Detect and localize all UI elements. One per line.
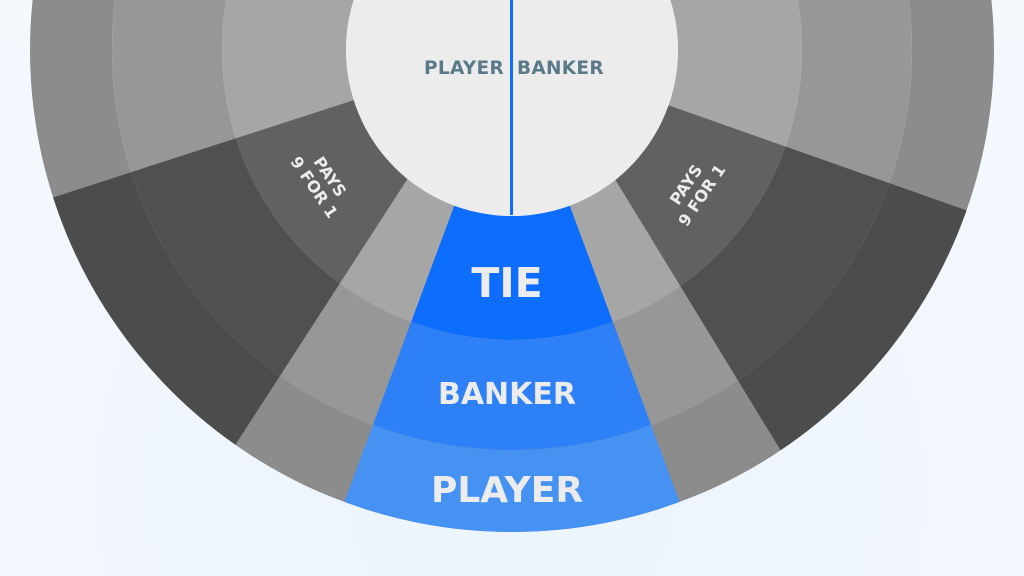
banker-label: BANKER bbox=[438, 377, 576, 412]
right-payout-segment[interactable] bbox=[512, 50, 1024, 576]
center-player-label: PLAYER bbox=[424, 58, 504, 79]
left-payout-segment[interactable] bbox=[0, 49, 512, 576]
center-banker-label: BANKER bbox=[517, 58, 604, 79]
tie-bet-area[interactable] bbox=[308, 50, 716, 576]
center-divider-line bbox=[510, 0, 513, 215]
tie-label: TIE bbox=[471, 259, 542, 307]
player-label: PLAYER bbox=[431, 470, 583, 511]
